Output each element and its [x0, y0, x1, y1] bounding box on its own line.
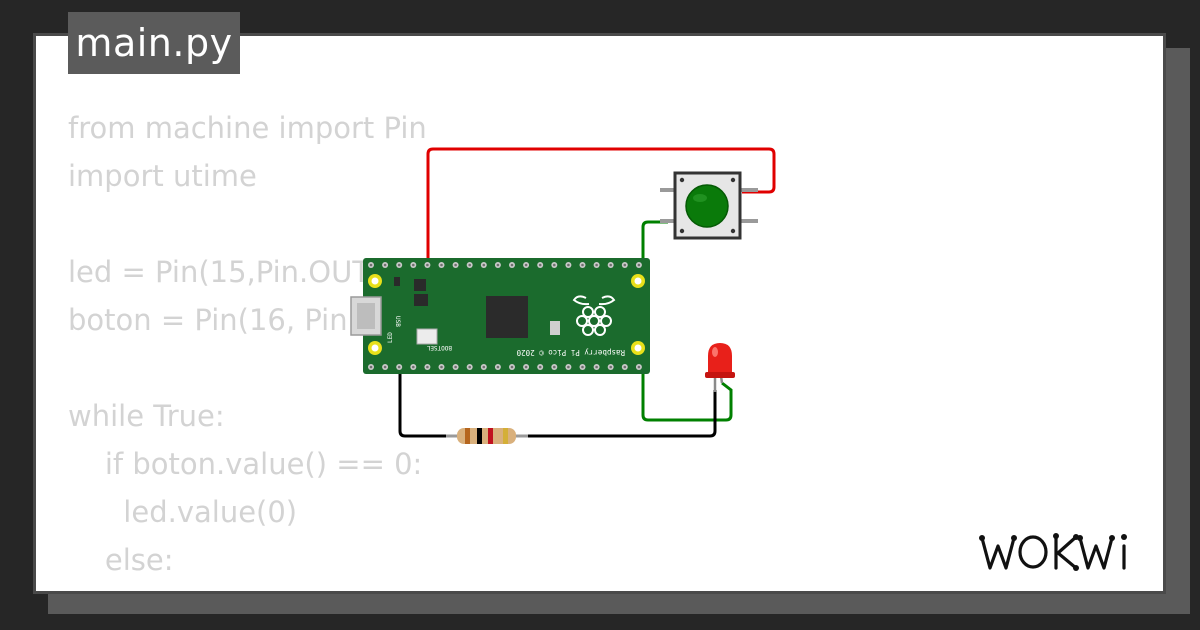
code-line: import utime	[68, 159, 257, 193]
chip-side	[550, 321, 560, 335]
board-pins-bottom	[368, 364, 642, 370]
raspberry-pi-logo-icon	[572, 295, 616, 336]
wire-black-right	[514, 390, 717, 438]
chip-small-1	[414, 279, 426, 291]
bootsel-button[interactable]	[416, 328, 438, 345]
wire-black-left	[398, 364, 460, 438]
board-pins-top	[368, 262, 642, 268]
code-line: led.value(0)	[68, 495, 298, 529]
board-bootsel-label: BOOTSEL	[426, 344, 452, 351]
rp2040-chip	[486, 296, 528, 338]
wokwi-logo-icon	[979, 533, 1127, 571]
code-line: while True:	[68, 399, 225, 433]
pushbutton-icon[interactable]	[660, 171, 758, 240]
board-led-label: LED	[387, 332, 394, 343]
code-line: from machine import Pin	[68, 111, 427, 145]
wokwi-logo	[978, 528, 1150, 578]
code-line: led = Pin(15,Pin.OUT)	[68, 255, 382, 289]
chip-small-2	[414, 294, 428, 306]
code-line: if boton.value() == 0:	[68, 447, 423, 481]
led-icon[interactable]	[705, 343, 735, 392]
board-usb-label: USB	[394, 316, 401, 327]
chip-small-3	[394, 277, 400, 286]
raspberry-pi-pico-board[interactable]: Raspberry Pi Pico © 2020 BOOTSEL LED USB	[350, 258, 650, 374]
board-brand-label: Raspberry Pi Pico © 2020	[516, 348, 625, 357]
usb-port-icon	[350, 296, 382, 336]
file-tab-main-py[interactable]: main.py	[68, 12, 240, 74]
resistor-icon[interactable]	[446, 428, 528, 444]
wire-red	[426, 147, 776, 262]
code-line: else:	[68, 543, 174, 577]
wire-green	[641, 220, 733, 422]
